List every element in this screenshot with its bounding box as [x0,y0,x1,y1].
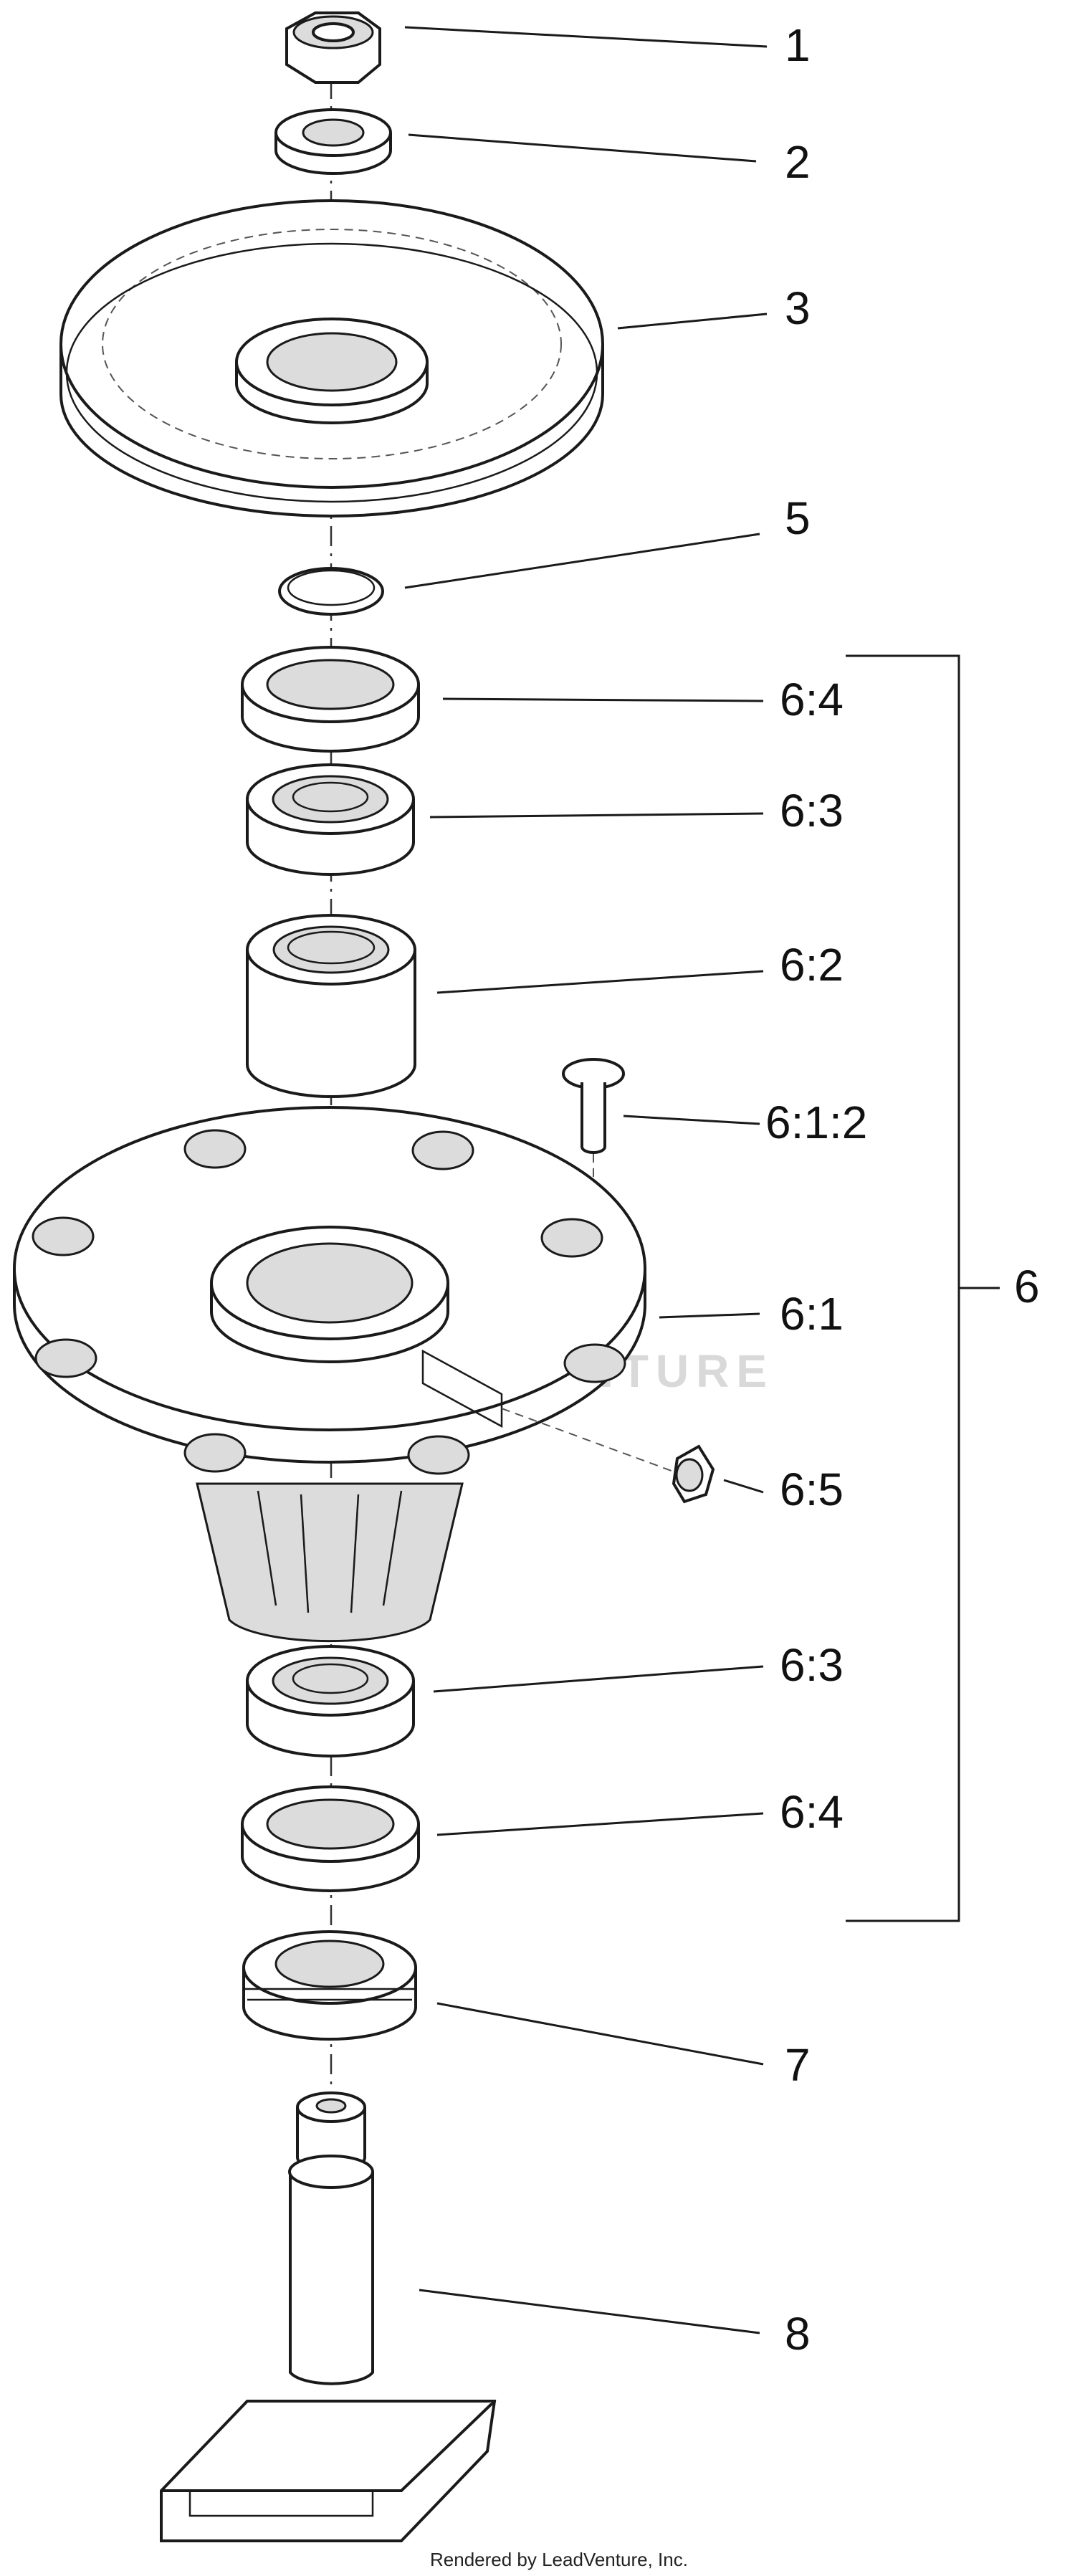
part-6-1-2-plug [562,1058,625,1340]
callout-6-4-lower: 6:4 [780,1786,844,1838]
callout-1: 1 [785,19,811,71]
part-6-4-seal-lower [241,1785,420,1892]
callout-6-4-upper: 6:4 [780,674,844,725]
part-6-2-spacer [246,914,416,1098]
callout-6-5: 6:5 [780,1464,844,1515]
part-6-1-housing [13,1106,678,1643]
callout-6-3-upper: 6:3 [780,785,844,836]
callout-7: 7 [785,2039,811,2091]
callout-6-3-lower: 6:3 [780,1639,844,1691]
callout-5: 5 [785,492,811,544]
part-8-spindle-shaft [160,2091,497,2542]
part-3-pulley [59,199,604,517]
part-6-3-bearing-lower [246,1645,415,1757]
bracket-6 [846,654,1000,1922]
callout-6-2: 6:2 [780,939,844,991]
rendered-by-credit: Rendered by LeadVenture, Inc. [430,2549,688,2570]
part-2-washer [274,108,392,175]
part-7-bearing-cup [242,1930,417,2041]
callout-6-1-2: 6:1:2 [765,1097,867,1148]
callout-6-1: 6:1 [780,1288,844,1340]
leader-lines [404,26,768,2334]
part-6-5-grease-fitting [672,1444,715,1504]
part-6-4-seal-upper [241,646,420,753]
callout-3: 3 [785,282,811,334]
callout-6: 6 [1014,1261,1040,1312]
callout-2: 2 [785,136,811,188]
part-6-3-bearing-upper [246,763,415,876]
part-5-retaining-ring [278,567,384,616]
callout-8: 8 [785,2308,811,2360]
part-1-hex-nut [285,11,381,84]
